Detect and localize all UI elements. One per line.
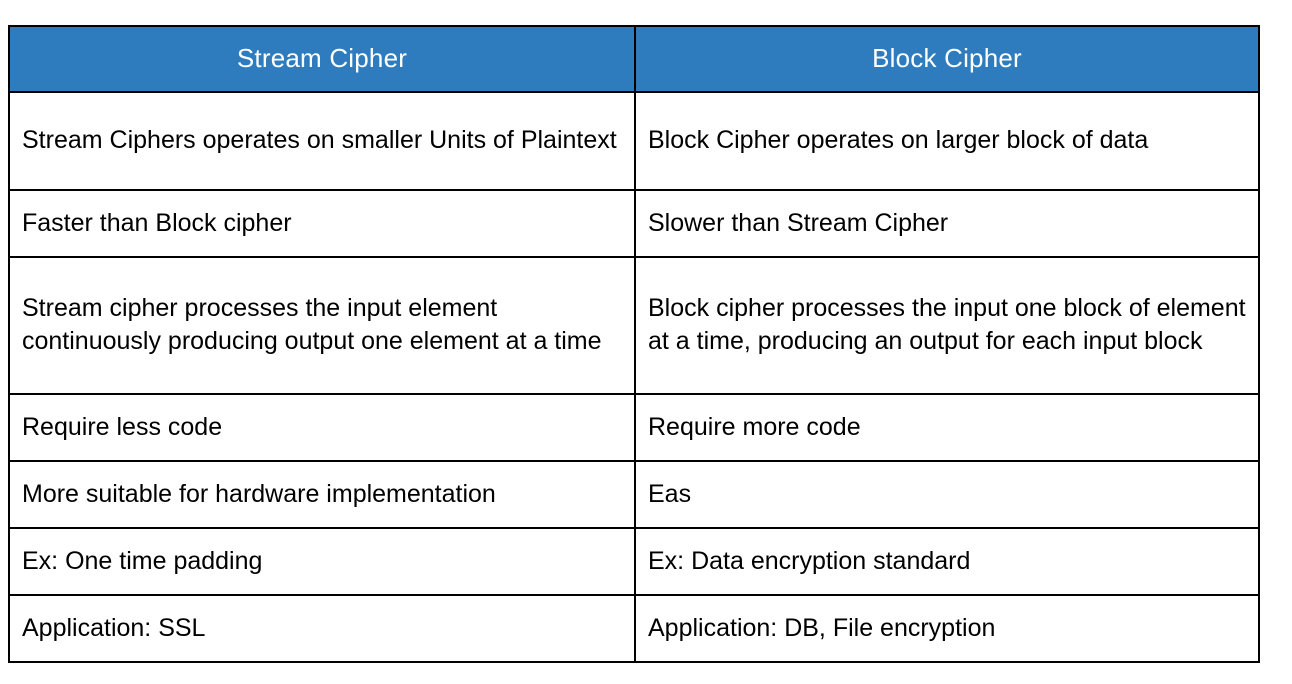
column-header-block-cipher: Block Cipher [634,25,1260,93]
table-row: Ex: One time padding Ex: Data encryption… [8,527,1260,596]
column-header-stream-cipher: Stream Cipher [8,25,636,93]
cell-block-6: Ex: Data encryption standard [634,527,1260,596]
cell-stream-6: Ex: One time padding [8,527,636,596]
comparison-table: Stream Cipher Block Cipher Stream Cipher… [8,25,1260,663]
cell-stream-2: Faster than Block cipher [8,189,636,258]
cell-block-1: Block Cipher operates on larger block of… [634,91,1260,191]
table-header: Stream Cipher Block Cipher [8,25,1260,93]
cell-stream-7: Application: SSL [8,594,636,663]
header-row: Stream Cipher Block Cipher [8,25,1260,93]
table-row: Require less code Require more code [8,393,1260,462]
cell-block-7: Application: DB, File encryption [634,594,1260,663]
cell-block-4: Require more code [634,393,1260,462]
cell-stream-3: Stream cipher processes the input elemen… [8,256,636,395]
table-row: Stream cipher processes the input elemen… [8,256,1260,395]
cell-block-3: Block cipher processes the input one blo… [634,256,1260,395]
table-row: Application: SSL Application: DB, File e… [8,594,1260,663]
cell-block-2: Slower than Stream Cipher [634,189,1260,258]
table-body: Stream Ciphers operates on smaller Units… [8,91,1260,663]
table-row: Stream Ciphers operates on smaller Units… [8,91,1260,191]
cell-block-5: Eas [634,460,1260,529]
cell-stream-4: Require less code [8,393,636,462]
table-row: Faster than Block cipher Slower than Str… [8,189,1260,258]
cell-stream-5: More suitable for hardware implementatio… [8,460,636,529]
table-row: More suitable for hardware implementatio… [8,460,1260,529]
cell-stream-1: Stream Ciphers operates on smaller Units… [8,91,636,191]
